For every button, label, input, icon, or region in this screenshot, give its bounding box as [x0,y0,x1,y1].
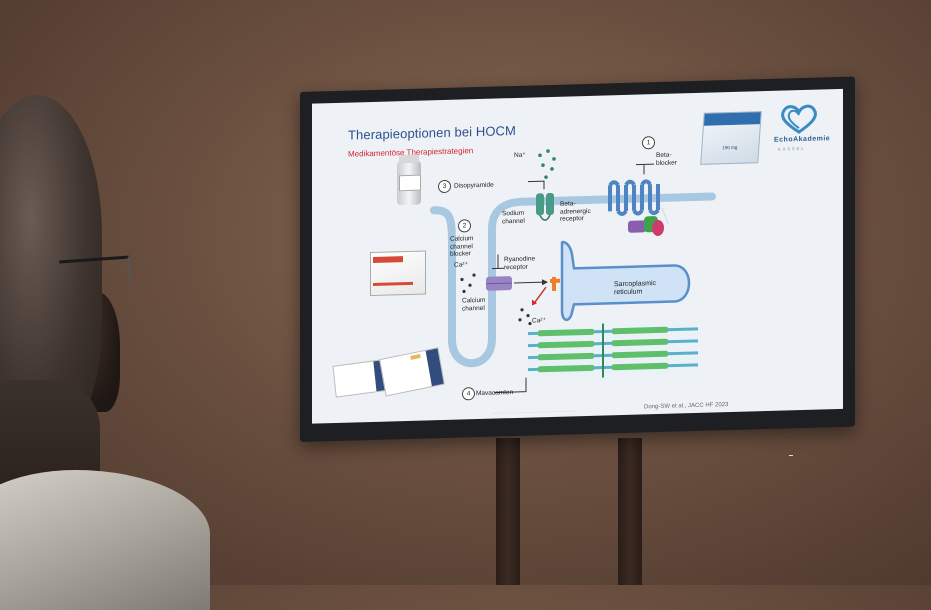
ryanodine-label: Ryanodine receptor [504,255,536,271]
wall-monitor: Therapieoptionen bei HOCM Medikamentöse … [300,76,855,443]
glasses [59,255,131,286]
ccb-label: Calcium channel blocker [450,235,474,258]
ryanodine-receptor [550,276,560,291]
sodium-channel-label: Sodium channel [502,209,525,225]
sodium-dots [538,149,556,179]
hocm-mechanism-diagram [430,149,716,394]
sarcoplasmic-reticulum-label: Sarcoplasmic reticulum [614,280,657,296]
calcium-ion-label-2: Ca²⁺ [532,317,546,325]
presentation-slide: Therapieoptionen bei HOCM Medikamentöse … [312,88,843,424]
beta-receptor [608,179,660,216]
sodium-label: Na⁺ [514,151,526,160]
heart-logo-icon [781,104,817,134]
calcium-ion-label-1: Ca²⁺ [454,261,468,269]
medication-box-red [370,250,426,297]
calcium-dots-right [518,308,532,326]
mavacamten-label: Mavacamten [476,389,514,398]
g-protein [628,220,646,233]
citation: Dong-SW et al., JACC HF 2023 [644,402,729,411]
monitor-led [789,455,793,456]
sarcoplasmic-reticulum [560,240,691,322]
cell-membrane [430,192,716,368]
slide-footer: · · · · · · · · · · · · · · · · · · · · … [492,408,576,416]
calcium-channel-label: Calcium channel [462,296,486,312]
pill-bottle [397,154,421,206]
monitor-stand-right [618,438,642,585]
sarcomere-filaments [528,322,698,378]
monitor-stand-left [496,438,520,585]
calcium-dots-left [460,273,476,294]
beta-blocker-label: Beta- blocker [656,151,677,167]
sodium-channel [536,192,554,221]
beta-receptor-label: Beta- adrenergic receptor [560,200,591,223]
disopyramide-label: Disopyramide [454,181,494,190]
